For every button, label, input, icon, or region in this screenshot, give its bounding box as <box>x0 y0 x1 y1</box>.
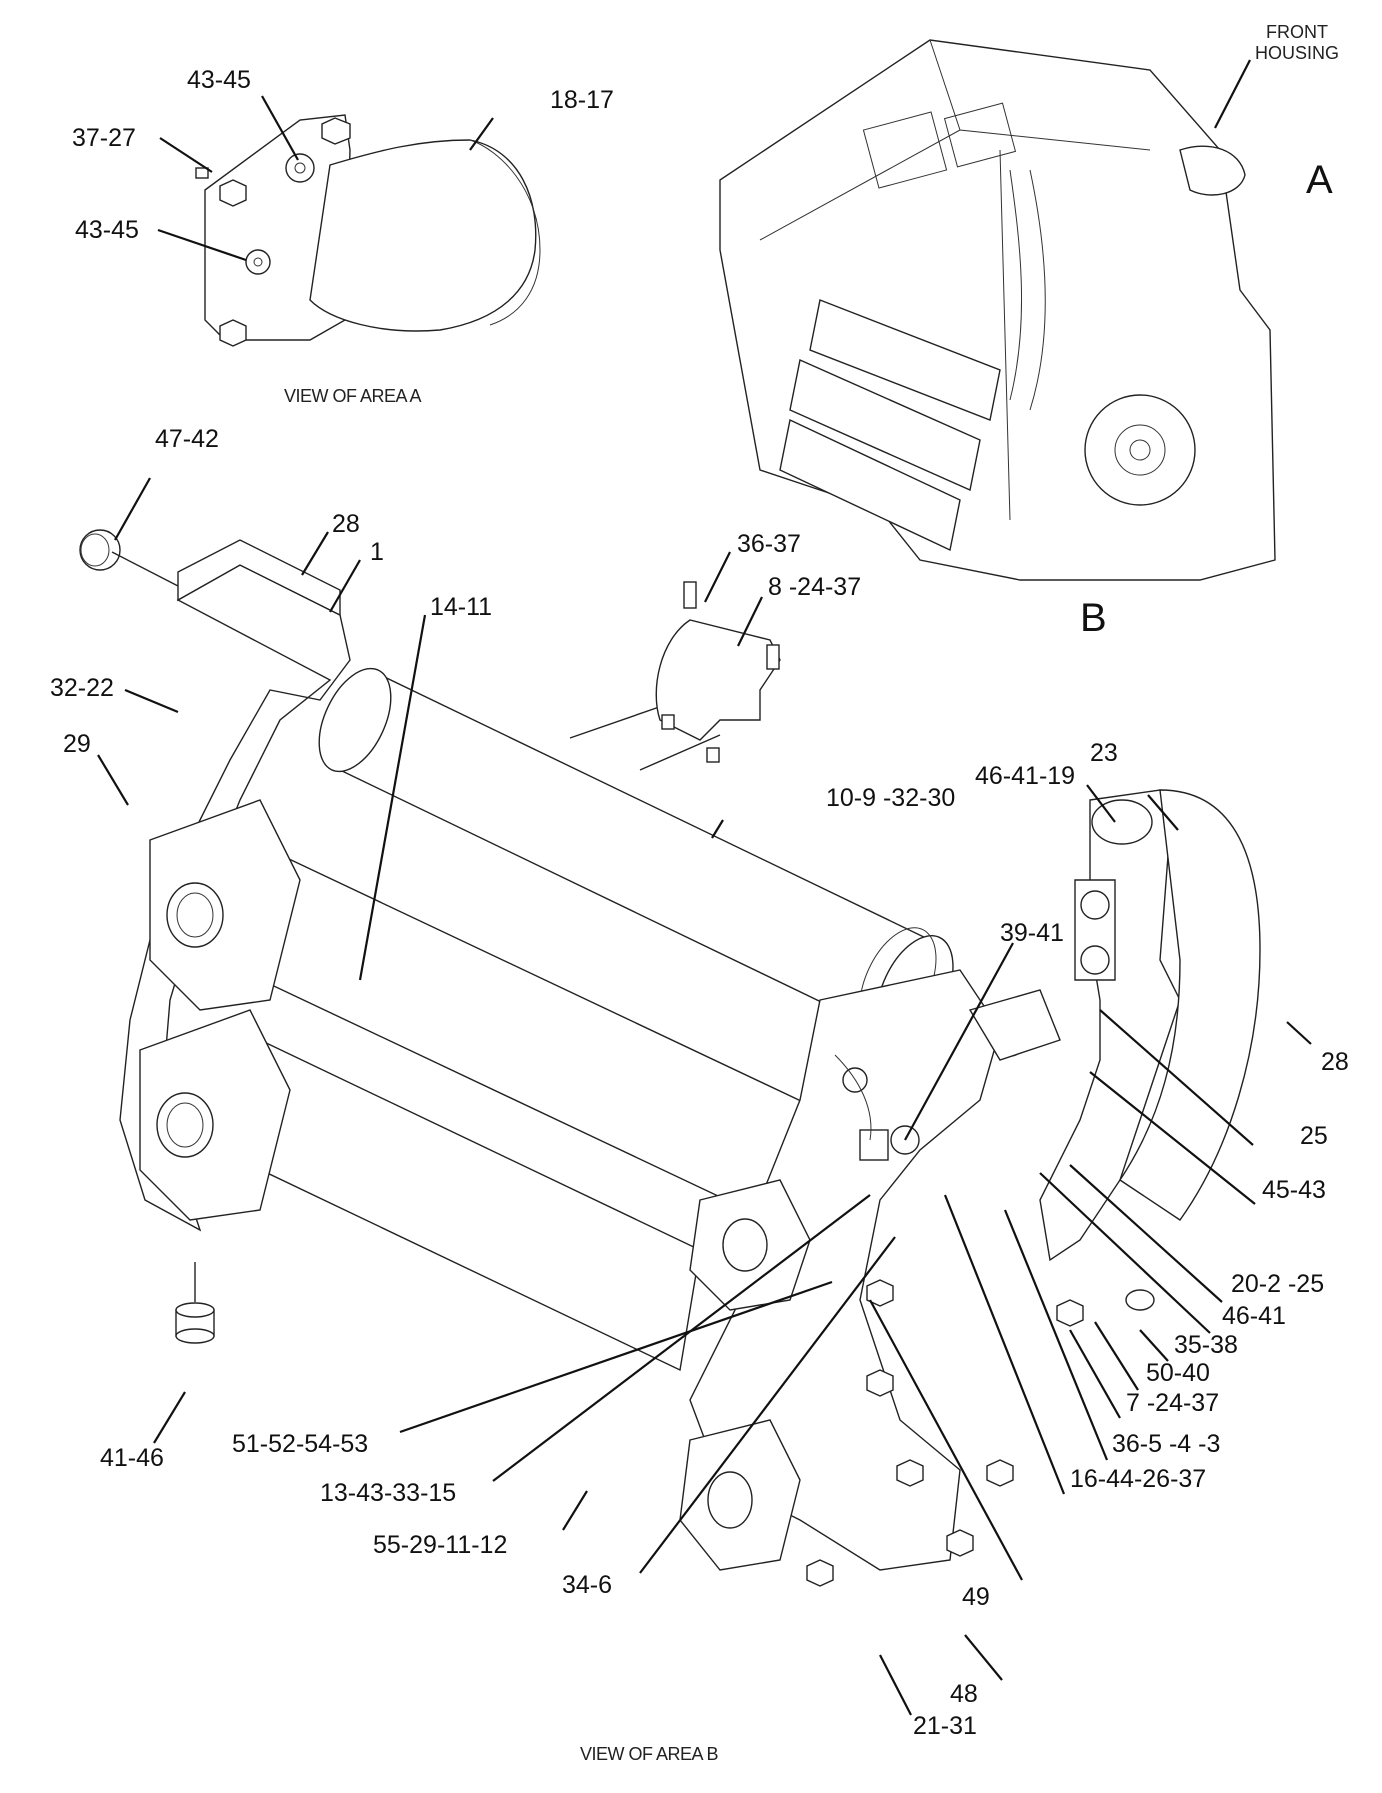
callout-36-37: 36-37 <box>737 530 801 558</box>
callout-21-31: 21-31 <box>913 1712 977 1740</box>
engine-filter-lower <box>779 418 961 552</box>
elbow-bolt-upper-left <box>219 179 247 207</box>
right-elbow-outer <box>1119 789 1261 1221</box>
bolt-right-elbow <box>1056 1299 1084 1327</box>
callout-34-6: 34-6 <box>562 1571 613 1599</box>
engine-pulley <box>1084 394 1196 506</box>
bolt-collector-5 <box>986 1459 1014 1487</box>
bolt-collector-6 <box>806 1559 834 1587</box>
top-mounting-plate <box>177 539 341 617</box>
sensor-body <box>859 1129 889 1161</box>
lower-outlet-port <box>707 1471 753 1529</box>
callout-1: 1 <box>370 538 384 566</box>
callout-43-45-upper: 43-45 <box>187 66 251 94</box>
callout-7-24-37: 7 -24-37 <box>1126 1389 1220 1417</box>
callout-18-17: 18-17 <box>550 86 614 114</box>
view-b-caption: VIEW OF AREA B <box>580 1744 719 1764</box>
bracket-stud-right <box>766 644 780 670</box>
callout-25: 25 <box>1300 1122 1328 1150</box>
callout-28-right: 28 <box>1321 1048 1349 1076</box>
top-right-flange-port <box>1091 799 1153 845</box>
callout-45-43: 45-43 <box>1262 1176 1326 1204</box>
engine-filter-middle <box>789 359 981 491</box>
callout-46-41-19: 46-41-19 <box>975 762 1076 790</box>
elbow-bolt-lower-left <box>219 319 247 347</box>
callout-16-44-26-37: 16-44-26-37 <box>1070 1465 1207 1493</box>
area-b-marker: B <box>1080 596 1107 640</box>
bolt-collector-4 <box>946 1529 974 1557</box>
callout-43-45-lower: 43-45 <box>75 216 139 244</box>
callout-46-41: 46-41 <box>1222 1302 1286 1330</box>
small-flange-gasket <box>968 989 1061 1061</box>
bracket-stud-bottom-right <box>706 747 720 763</box>
engine-overview-drawing <box>719 39 1276 581</box>
callout-55-29-11-12: 55-29-11-12 <box>373 1531 508 1559</box>
callout-48: 48 <box>950 1680 978 1708</box>
callout-37-27: 37-27 <box>72 124 136 152</box>
front-housing-label: FRONT HOUSING <box>1255 22 1340 63</box>
elbow-stud <box>195 167 209 179</box>
callout-32-22: 32-22 <box>50 674 114 702</box>
callout-36-5-4-3: 36-5 -4 -3 <box>1112 1430 1221 1458</box>
bracket-stud-top <box>683 581 697 609</box>
callout-41-46: 41-46 <box>100 1444 164 1472</box>
callout-14-11: 14-11 <box>430 593 493 621</box>
bottom-inlet-port <box>156 1092 214 1158</box>
callout-50-40: 50-40 <box>1146 1359 1210 1387</box>
callout-35-38: 35-38 <box>1174 1331 1238 1359</box>
view-a-caption: VIEW OF AREA A <box>284 386 422 406</box>
area-a-marker: A <box>1306 158 1333 202</box>
view-a-elbow-assembly <box>157 95 541 347</box>
bracket-stud-bottom-left <box>661 714 675 730</box>
elbow-bolt-top <box>321 117 351 145</box>
mounting-bracket <box>655 619 781 741</box>
bottom-inlet-flange <box>139 1009 291 1221</box>
callout-23: 23 <box>1090 739 1118 767</box>
callout-39-41: 39-41 <box>1000 919 1064 947</box>
middle-inlet-port <box>166 882 224 948</box>
plug-bottom-left <box>175 1302 215 1344</box>
callout-47-42: 47-42 <box>155 425 219 453</box>
elbow-outlet-ring <box>469 139 541 326</box>
engine-filter-upper <box>809 299 1001 421</box>
callout-8-24-37: 8 -24-37 <box>768 573 862 601</box>
callout-51-52-54-53: 51-52-54-53 <box>232 1430 369 1458</box>
engine-elbow-area-a <box>1179 145 1246 196</box>
bolt-collector-1 <box>866 1279 894 1307</box>
middle-inlet-flange <box>149 799 301 1011</box>
view-b-assembly <box>79 477 1312 1716</box>
bolt-collector-3 <box>896 1459 924 1487</box>
elbow-fitting-lower <box>245 249 271 275</box>
right-elbow-pipe <box>1039 789 1181 1262</box>
callout-20-2-25: 20-2 -25 <box>1231 1270 1325 1298</box>
callout-13-43-33-15: 13-43-33-15 <box>320 1479 457 1507</box>
plug-top-left <box>79 529 121 571</box>
callout-49: 49 <box>962 1583 990 1611</box>
bolt-35-38 <box>1125 1289 1155 1311</box>
elbow-pipe <box>309 139 537 332</box>
callout-28-top: 28 <box>332 510 360 538</box>
callout-29: 29 <box>63 730 91 758</box>
bolt-collector-2 <box>866 1369 894 1397</box>
callout-10-9-32-30: 10-9 -32-30 <box>826 784 956 812</box>
elbow-fitting-upper <box>285 153 315 183</box>
